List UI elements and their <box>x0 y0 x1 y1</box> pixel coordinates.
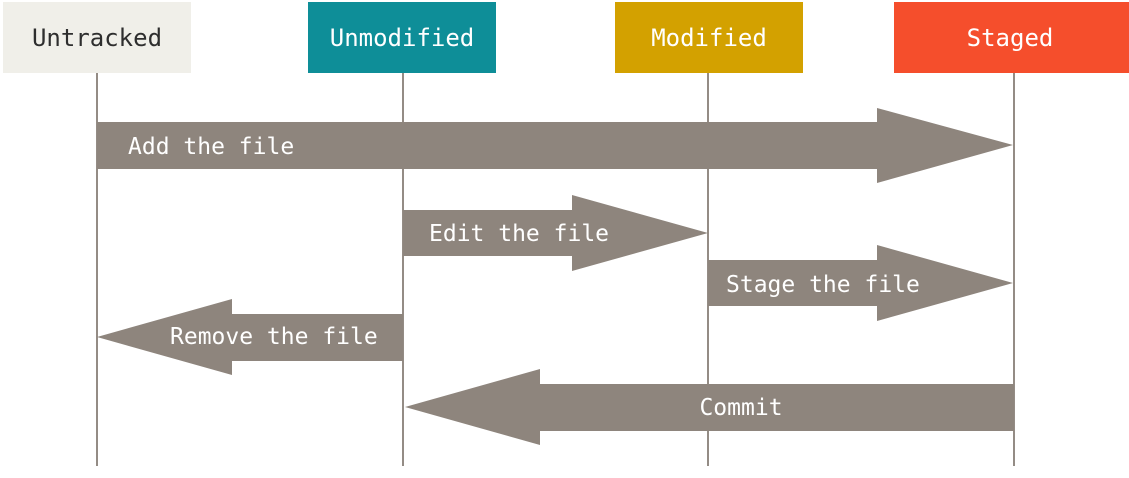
state-unmodified: Unmodified <box>308 2 496 73</box>
transition-remove: Remove the file <box>97 299 403 375</box>
arrow-add-label: Add the file <box>128 134 294 160</box>
arrow-edit <box>403 195 708 271</box>
state-modified-label: Modified <box>651 24 767 52</box>
arrow-edit-label: Edit the file <box>429 221 609 247</box>
state-staged-box <box>894 2 1129 73</box>
arrow-commit <box>405 369 1014 445</box>
state-modified-box <box>615 2 803 73</box>
arrow-remove <box>97 299 403 375</box>
state-staged: Staged <box>894 2 1129 73</box>
transition-add: Add the file <box>97 108 1013 183</box>
state-staged-label: Staged <box>967 24 1054 52</box>
transition-edit: Edit the file <box>403 195 708 271</box>
transition-stage: Stage the file <box>708 245 1013 321</box>
arrow-commit-label: Commit <box>699 395 782 421</box>
state-untracked: Untracked <box>3 2 191 73</box>
state-unmodified-box <box>308 2 496 73</box>
arrow-remove-label: Remove the file <box>170 324 378 350</box>
state-unmodified-label: Unmodified <box>330 24 475 52</box>
state-modified: Modified <box>615 2 803 73</box>
transition-commit: Commit <box>405 369 1014 445</box>
arrow-stage-label: Stage the file <box>726 272 920 298</box>
arrow-add <box>97 108 1013 183</box>
arrow-stage <box>708 245 1013 321</box>
state-untracked-box <box>3 2 191 73</box>
state-untracked-label: Untracked <box>32 24 162 52</box>
